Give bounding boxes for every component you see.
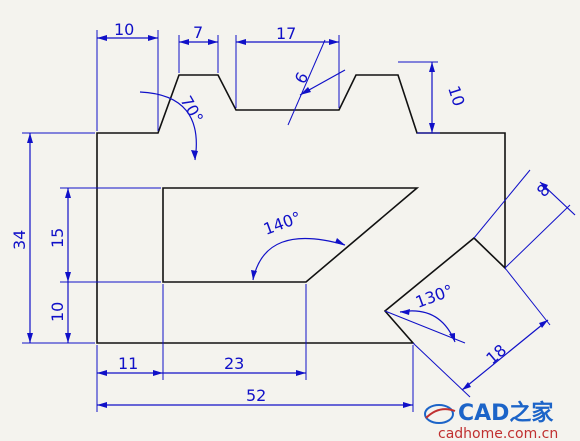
watermark-brand: CAD之家 <box>458 400 554 426</box>
logo-ring-icon <box>424 404 454 424</box>
dim-overall-width: 52 <box>246 386 266 405</box>
dim-cutout-height: 15 <box>48 228 67 248</box>
dim-slot-left-width: 7 <box>193 23 203 42</box>
dim-slot-depth: 6 <box>291 69 313 87</box>
dim-bottom-left: 11 <box>118 354 138 373</box>
dim-slanted-length: 18 <box>482 340 510 368</box>
dim-bottom-offset: 10 <box>48 302 67 322</box>
dim-overall-height: 34 <box>10 230 29 250</box>
dim-slot-top-width: 17 <box>276 24 296 43</box>
dimension-lines <box>27 35 576 408</box>
watermark: CAD之家 cadhome.com.cn <box>424 400 558 441</box>
extension-lines <box>22 30 571 412</box>
dimension-texts: 10 7 17 6 10 8 70° 140° 130° 34 15 10 11… <box>10 20 554 405</box>
dim-angle-left: 70° <box>177 93 208 127</box>
inner-cutout <box>162 187 420 283</box>
watermark-url: cadhome.com.cn <box>438 426 558 441</box>
dim-top-left-width: 10 <box>114 20 134 39</box>
part-outline <box>96 74 506 344</box>
dim-cutout-width: 23 <box>224 354 244 373</box>
dim-right-slot-depth: 10 <box>444 83 468 108</box>
angle-arcs <box>139 91 456 343</box>
dim-angle-bottom: 130° <box>413 281 456 312</box>
dim-angle-cutout: 140° <box>261 208 304 239</box>
outer-profile <box>96 74 506 344</box>
logo-swoosh-icon <box>425 408 456 419</box>
